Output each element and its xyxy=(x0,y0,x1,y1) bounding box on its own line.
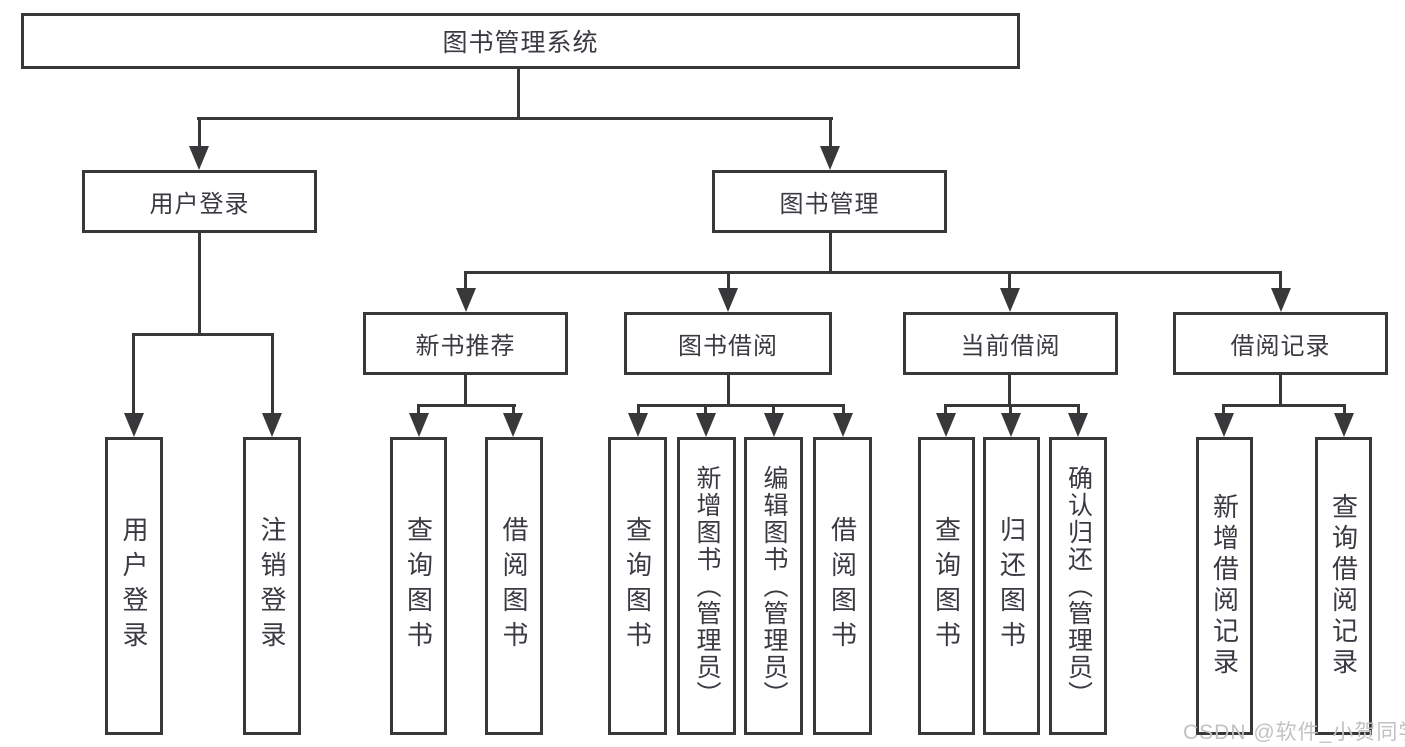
leaf-cb-confirm-return-admin-label: 确认归还（管理员） xyxy=(1064,464,1093,708)
connector-stub-cb1 xyxy=(944,406,947,416)
leaf-cb-return-books: 归还图书 xyxy=(983,437,1040,735)
connector-borrow-records-down xyxy=(1279,373,1282,406)
leaf-cb-query-books: 查询图书 xyxy=(918,437,975,735)
connector-stub-br1 xyxy=(1222,406,1225,416)
arrowhead-leaf-logout xyxy=(262,413,282,437)
connector-user-login-branch xyxy=(132,333,274,336)
connector-book-borrow-down xyxy=(727,373,730,406)
connector-book-borrow-branch xyxy=(637,404,845,407)
node-library-system-label: 图书管理系统 xyxy=(442,29,599,57)
leaf-br-add-record-label: 新增借阅记录 xyxy=(1209,493,1240,679)
connector-level3-branch xyxy=(464,271,1282,274)
leaf-bb-borrow-books: 借阅图书 xyxy=(813,437,872,735)
connector-current-borrow-down xyxy=(1008,373,1011,406)
connector-new-book-down xyxy=(464,373,467,406)
arrowhead-book-management xyxy=(820,146,840,170)
connector-stub-br2 xyxy=(1343,406,1346,416)
arrowhead-borrow-records xyxy=(1271,288,1291,312)
connector-root-trunk xyxy=(517,67,520,119)
leaf-bb-add-books-admin: 新增图书（管理员） xyxy=(677,437,736,735)
node-borrow-records: 借阅记录 xyxy=(1173,312,1388,375)
arrowhead-cb-return xyxy=(1001,413,1021,437)
leaf-bb-query-books-label: 查询图书 xyxy=(622,516,653,656)
connector-book-management-down xyxy=(829,232,832,274)
arrowhead-bb-query xyxy=(628,413,648,437)
node-user-login: 用户登录 xyxy=(82,170,317,233)
connector-drop-borrow-records xyxy=(1279,273,1282,291)
arrowhead-nb-borrow xyxy=(503,413,523,437)
connector-stub-bb3 xyxy=(772,406,775,416)
arrowhead-cb-query xyxy=(936,413,956,437)
arrowhead-bb-add xyxy=(696,413,716,437)
connector-drop-new-book xyxy=(464,273,467,291)
leaf-logout-label: 注销登录 xyxy=(257,516,287,656)
arrowhead-bb-edit xyxy=(764,413,784,437)
node-book-borrow: 图书借阅 xyxy=(624,312,832,375)
leaf-user-login-label: 用户登录 xyxy=(119,516,149,656)
connector-level2-branch xyxy=(197,117,833,120)
connector-stub-cb3 xyxy=(1077,406,1080,416)
node-book-borrow-label: 图书借阅 xyxy=(678,333,778,360)
connector-borrow-records-branch xyxy=(1222,404,1346,407)
arrowhead-cb-confirm xyxy=(1068,413,1088,437)
connector-drop-leaf-login xyxy=(132,335,135,415)
connector-stub-cb2 xyxy=(1009,406,1012,416)
connector-current-borrow-branch xyxy=(944,404,1080,407)
node-user-login-label: 用户登录 xyxy=(149,191,250,218)
node-new-book-recommend-label: 新书推荐 xyxy=(415,333,516,360)
connector-stub-nb2 xyxy=(512,406,515,416)
arrowhead-user-login xyxy=(189,146,209,170)
connector-drop-user-login xyxy=(198,119,201,149)
leaf-bb-edit-books-admin: 编辑图书（管理员） xyxy=(744,437,803,735)
leaf-br-add-record: 新增借阅记录 xyxy=(1196,437,1253,735)
arrowhead-nb-query xyxy=(409,413,429,437)
leaf-nb-query-books: 查询图书 xyxy=(390,437,447,735)
leaf-nb-borrow-books-label: 借阅图书 xyxy=(499,516,529,656)
leaf-nb-query-books-label: 查询图书 xyxy=(403,516,434,656)
connector-stub-bb2 xyxy=(704,406,707,416)
arrowhead-book-borrow xyxy=(718,288,738,312)
connector-stub-nb1 xyxy=(417,406,420,416)
leaf-user-login: 用户登录 xyxy=(105,437,163,735)
arrowhead-br-add xyxy=(1214,413,1234,437)
node-book-management-label: 图书管理 xyxy=(779,191,880,218)
connector-new-book-branch xyxy=(417,404,516,407)
connector-drop-book-management xyxy=(829,119,832,149)
leaf-bb-borrow-books-label: 借阅图书 xyxy=(827,516,858,656)
node-current-borrow-label: 当前借阅 xyxy=(960,333,1061,360)
arrowhead-br-query xyxy=(1334,413,1354,437)
arrowhead-bb-borrow xyxy=(833,413,853,437)
leaf-br-query-record: 查询借阅记录 xyxy=(1315,437,1372,735)
leaf-cb-confirm-return-admin: 确认归还（管理员） xyxy=(1049,437,1107,735)
node-library-system: 图书管理系统 xyxy=(21,13,1020,69)
connector-drop-book-borrow xyxy=(727,273,730,291)
node-current-borrow: 当前借阅 xyxy=(903,312,1118,375)
leaf-br-query-record-label: 查询借阅记录 xyxy=(1328,493,1359,679)
arrowhead-leaf-login xyxy=(124,413,144,437)
connector-drop-current-borrow xyxy=(1008,273,1011,291)
connector-stub-bb1 xyxy=(637,406,640,416)
leaf-cb-query-books-label: 查询图书 xyxy=(931,516,962,656)
leaf-bb-edit-books-admin-label: 编辑图书（管理员） xyxy=(760,464,788,708)
leaf-cb-return-books-label: 归还图书 xyxy=(996,516,1027,656)
leaf-bb-add-books-admin-label: 新增图书（管理员） xyxy=(693,464,721,708)
node-book-management: 图书管理 xyxy=(712,170,947,233)
arrowhead-current-borrow xyxy=(1000,288,1020,312)
node-new-book-recommend: 新书推荐 xyxy=(363,312,568,375)
leaf-bb-query-books: 查询图书 xyxy=(608,437,667,735)
connector-stub-bb4 xyxy=(842,406,845,416)
leaf-logout: 注销登录 xyxy=(243,437,301,735)
connector-drop-leaf-logout xyxy=(271,335,274,415)
leaf-nb-borrow-books: 借阅图书 xyxy=(485,437,543,735)
arrowhead-new-book xyxy=(456,288,476,312)
connector-user-login-down xyxy=(198,232,201,335)
node-borrow-records-label: 借阅记录 xyxy=(1230,333,1331,360)
csdn-watermark: CSDN @软件_小贺同学 xyxy=(1183,721,1405,744)
